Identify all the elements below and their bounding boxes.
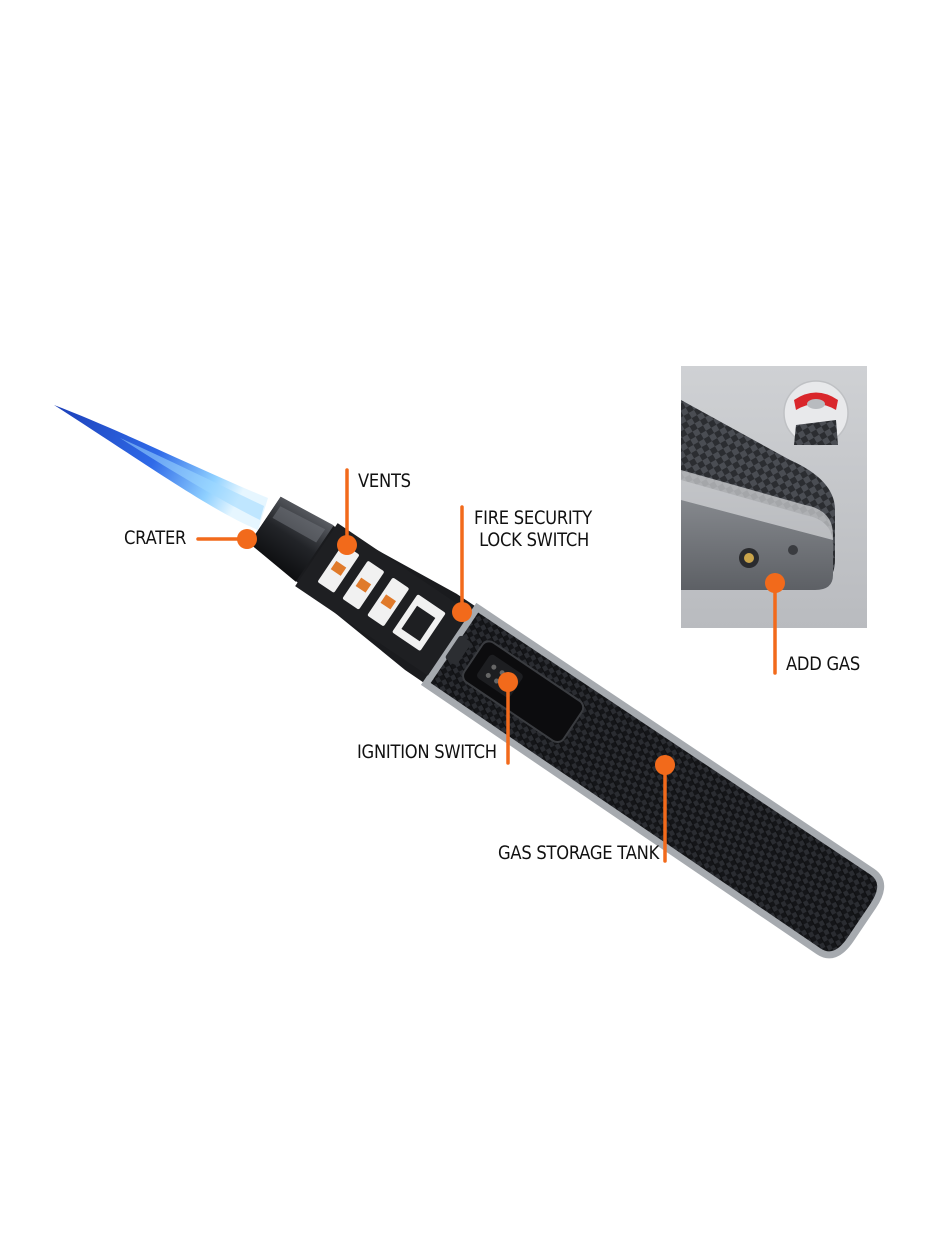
flame-core <box>120 438 264 520</box>
crater-callout-dot <box>237 529 257 549</box>
label-crater: CRATER <box>124 527 187 549</box>
gas-tank-callout-dot <box>655 755 675 775</box>
flame <box>54 405 268 530</box>
label-add-gas: ADD GAS <box>786 653 860 675</box>
fire-security-callout-dot <box>452 602 472 622</box>
label-fire-security-line2: LOCK SWITCH <box>479 529 590 551</box>
add-gas-callout-dot <box>765 573 785 593</box>
callouts <box>196 468 785 863</box>
label-ignition-switch: IGNITION SWITCH <box>357 741 497 763</box>
label-gas-storage-tank: GAS STORAGE TANK <box>498 842 660 864</box>
label-fire-security-line1: FIRE SECURITY <box>474 507 592 529</box>
ignition-callout-dot <box>498 672 518 692</box>
vents-callout-dot <box>337 535 357 555</box>
lighter-body <box>249 496 885 959</box>
label-vents: VENTS <box>358 470 411 492</box>
label-fire-security-lock-switch: FIRE SECURITY LOCK SWITCH <box>474 507 592 551</box>
gas-refill-inset <box>681 366 867 628</box>
